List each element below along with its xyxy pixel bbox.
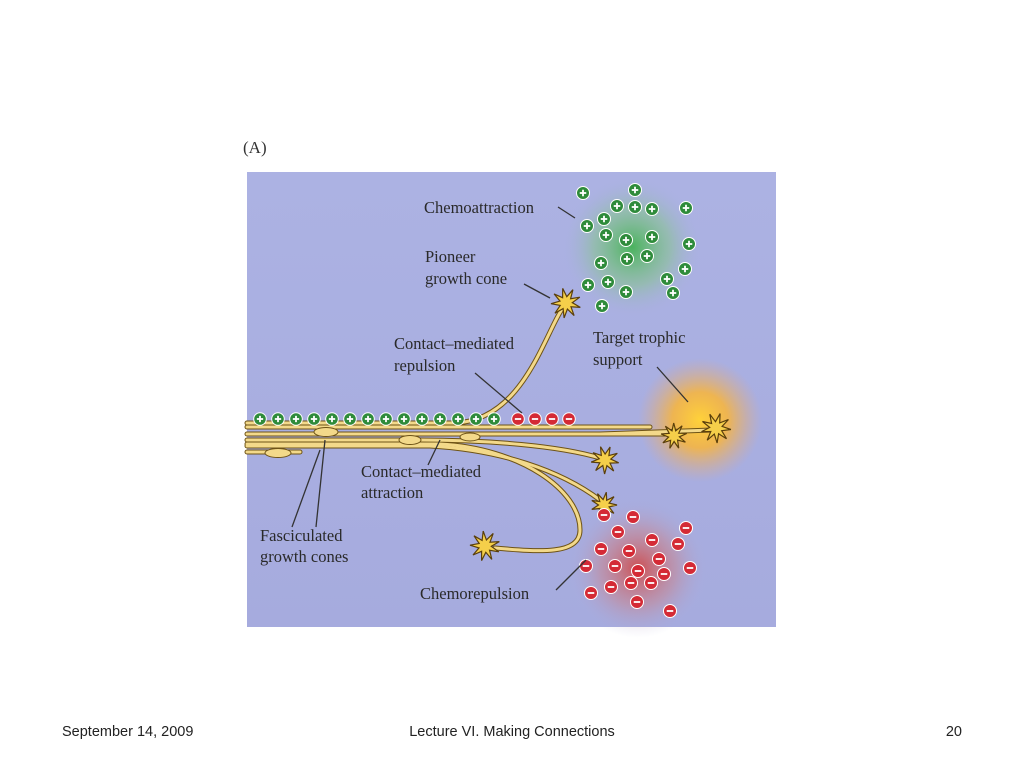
chemorepellent-molecules xyxy=(579,508,697,618)
axon-repellent-marker xyxy=(545,412,559,426)
leader-lines xyxy=(291,206,689,591)
growth-cone xyxy=(660,422,687,449)
attractant-molecule xyxy=(576,186,590,200)
axon-attractant-marker xyxy=(397,412,411,426)
repellent-molecule xyxy=(604,580,618,594)
chemoattractant-molecules xyxy=(576,183,696,313)
repellent-molecule xyxy=(631,564,645,578)
axon-attractant-marker xyxy=(415,412,429,426)
attractant-molecule xyxy=(580,219,594,233)
repellent-molecule xyxy=(683,561,697,575)
growth-cones xyxy=(469,288,732,561)
growth-cone xyxy=(550,288,581,319)
attractant-molecule xyxy=(660,272,674,286)
axon-attractant-marker xyxy=(307,412,321,426)
axon-repellent-marker xyxy=(528,412,542,426)
attractant-molecule xyxy=(610,199,624,213)
footer-date: September 14, 2009 xyxy=(62,724,194,740)
axon-attractant-marker xyxy=(289,412,303,426)
repellent-molecule xyxy=(622,544,636,558)
repellent-molecule xyxy=(645,533,659,547)
label-target-trophic: Target trophic xyxy=(593,328,685,347)
axon-surface-attractant-markers xyxy=(253,412,501,426)
attractant-molecule xyxy=(597,212,611,226)
repellent-molecule xyxy=(644,576,658,590)
label-repulsion: repulsion xyxy=(394,356,455,375)
attractant-molecule xyxy=(628,183,642,197)
label-chemorepulsion: Chemorepulsion xyxy=(420,584,529,603)
repellent-molecule xyxy=(597,508,611,522)
axon-attractant-marker xyxy=(271,412,285,426)
attractant-molecule xyxy=(645,202,659,216)
axon-attractant-marker xyxy=(487,412,501,426)
axon-bundle xyxy=(244,302,715,554)
axon-attractant-marker xyxy=(325,412,339,426)
attractant-molecule xyxy=(619,233,633,247)
attractant-molecule xyxy=(640,249,654,263)
label-fasciculated: Fasciculated xyxy=(260,526,343,545)
target-trophic-glow xyxy=(638,358,762,482)
diagram-labels: Chemoattraction Pioneer growth cone Cont… xyxy=(260,198,685,603)
axon-attractant-marker xyxy=(433,412,447,426)
repellent-molecule xyxy=(611,525,625,539)
label-growth-cones: growth cones xyxy=(260,547,348,566)
attractant-molecule xyxy=(594,256,608,270)
attractant-molecule xyxy=(678,262,692,276)
attractant-molecule xyxy=(619,285,633,299)
axon-attractant-marker xyxy=(469,412,483,426)
repellent-molecule xyxy=(626,510,640,524)
label-chemoattraction: Chemoattraction xyxy=(424,198,534,217)
growth-cone xyxy=(469,530,500,561)
label-support: support xyxy=(593,350,643,369)
growth-cone xyxy=(701,413,732,444)
repellent-molecule xyxy=(608,559,622,573)
attractant-molecule xyxy=(645,230,659,244)
attractant-molecule xyxy=(595,299,609,313)
repellent-molecule xyxy=(579,559,593,573)
attractant-molecule xyxy=(666,286,680,300)
repellent-molecule xyxy=(663,604,677,618)
attractant-molecule xyxy=(620,252,634,266)
attractant-molecule xyxy=(581,278,595,292)
attractant-molecule xyxy=(601,275,615,289)
attractant-molecule xyxy=(679,201,693,215)
repellent-molecule xyxy=(657,567,671,581)
repellent-molecule xyxy=(671,537,685,551)
label-growth-cone: growth cone xyxy=(425,269,507,288)
axon-surface-repellent-markers xyxy=(511,412,576,426)
footer-title: Lecture VI. Making Connections xyxy=(409,724,615,740)
repellent-molecule xyxy=(652,552,666,566)
footer-page-number: 20 xyxy=(945,724,962,740)
attractant-molecule xyxy=(682,237,696,251)
label-pioneer: Pioneer xyxy=(425,247,476,266)
axon-attractant-marker xyxy=(361,412,375,426)
axon-repellent-marker xyxy=(511,412,525,426)
axon-attractant-marker xyxy=(451,412,465,426)
repellent-molecule xyxy=(594,542,608,556)
repellent-molecule xyxy=(624,576,638,590)
label-contact-mediated-repulsion: Contact–mediated xyxy=(394,334,515,353)
repellent-molecule xyxy=(679,521,693,535)
panel-label: (A) xyxy=(243,138,267,157)
axon-attractant-marker xyxy=(379,412,393,426)
label-contact-mediated-attraction: Contact–mediated xyxy=(361,462,482,481)
repellent-molecule xyxy=(584,586,598,600)
axon-repellent-marker xyxy=(562,412,576,426)
attractant-molecule xyxy=(599,228,613,242)
attractant-molecule xyxy=(628,200,642,214)
label-attraction: attraction xyxy=(361,483,423,502)
repellent-molecule xyxy=(630,595,644,609)
axon-attractant-marker xyxy=(253,412,267,426)
growth-cone xyxy=(590,446,619,475)
axon-attractant-marker xyxy=(343,412,357,426)
